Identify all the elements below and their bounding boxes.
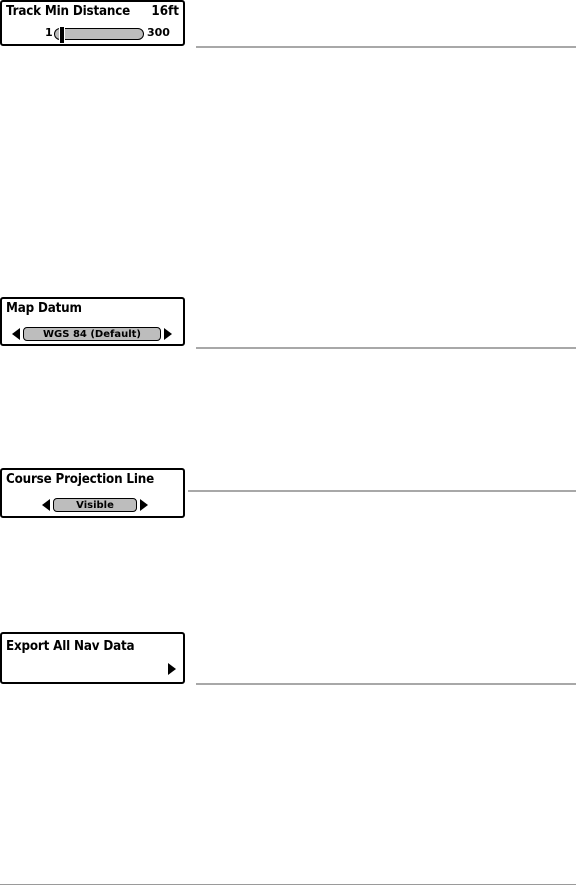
menu-title: Course Projection Line [6,472,155,487]
selected-value: WGS 84 (Default) [23,327,161,341]
arrow-left-icon[interactable] [12,328,20,340]
divider [188,490,576,492]
selected-value: Visible [53,498,137,512]
arrow-right-icon[interactable] [168,663,176,675]
distance-slider[interactable] [54,26,144,44]
map-datum-selector[interactable]: WGS 84 (Default) [12,327,172,341]
menu-title: Track Min Distance [6,4,131,19]
track-min-distance-menu[interactable]: Track Min Distance 16ft 1 300 [0,0,185,46]
arrow-left-icon[interactable] [42,499,50,511]
page-bottom-rule [0,884,576,885]
divider [196,46,576,48]
arrow-right-icon[interactable] [140,499,148,511]
export-all-nav-data-menu[interactable]: Export All Nav Data [0,632,185,684]
menu-title: Export All Nav Data [6,639,135,654]
slider-max-label: 300 [147,26,170,39]
divider [196,347,576,349]
arrow-right-icon[interactable] [164,328,172,340]
slider-thumb[interactable] [59,26,66,44]
menu-value: 16ft [151,4,179,19]
slider-min-label: 1 [45,26,53,39]
menu-title: Map Datum [6,301,82,316]
course-projection-selector[interactable]: Visible [42,498,148,512]
course-projection-line-menu[interactable]: Course Projection Line Visible [0,468,185,518]
map-datum-menu[interactable]: Map Datum WGS 84 (Default) [0,297,185,346]
divider [196,683,576,685]
